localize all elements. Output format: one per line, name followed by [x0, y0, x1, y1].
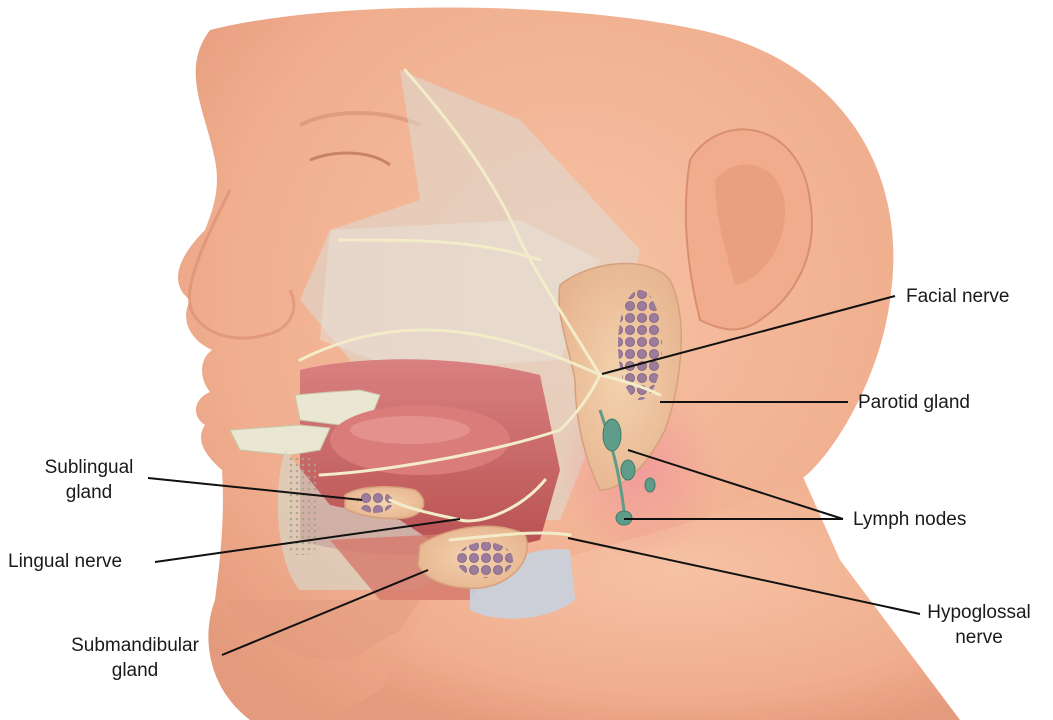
label-hypoglossal-nerve: Hypoglossal nerve	[924, 600, 1034, 650]
label-submandibular-line1: Submandibular	[55, 633, 215, 658]
label-lymph-nodes: Lymph nodes	[853, 507, 966, 532]
label-submandibular-line2: gland	[55, 658, 215, 683]
label-submandibular-gland: Submandibular gland	[55, 633, 215, 683]
label-lingual-nerve: Lingual nerve	[8, 549, 122, 574]
sublingual-lobules	[357, 491, 393, 513]
lymph-node	[621, 460, 635, 480]
label-parotid-gland: Parotid gland	[858, 390, 970, 415]
parotid-lobules	[618, 290, 662, 400]
label-sublingual-line2: gland	[30, 480, 148, 505]
lower-teeth	[230, 425, 330, 455]
label-sublingual-gland: Sublingual gland	[30, 455, 148, 505]
label-hypoglossal-line2: nerve	[924, 625, 1034, 650]
lymph-node	[603, 419, 621, 451]
label-hypoglossal-line1: Hypoglossal	[924, 600, 1034, 625]
label-facial-nerve: Facial nerve	[906, 284, 1010, 309]
tongue-highlight	[350, 416, 470, 444]
lymph-node	[645, 478, 655, 492]
label-sublingual-line1: Sublingual	[30, 455, 148, 480]
submandibular-lobules	[457, 542, 513, 578]
